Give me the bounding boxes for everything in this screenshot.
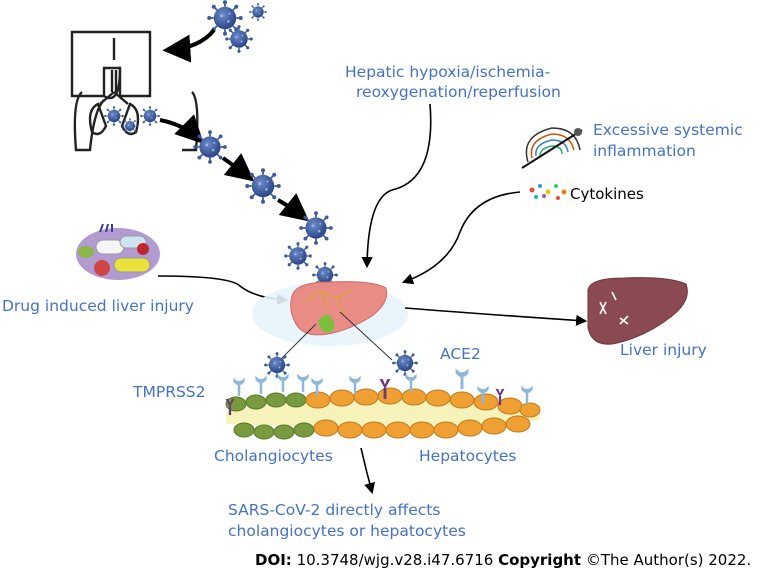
cytokines-label: Cytokines <box>570 185 644 203</box>
ace2-label: ACE2 <box>440 345 481 363</box>
cell-tissue <box>225 387 541 440</box>
virus-particle <box>299 211 333 245</box>
virus-particle <box>284 242 312 270</box>
lungs-illustration <box>70 30 199 152</box>
doi-value: 10.3748/wjg.v28.i47.6716 <box>291 551 499 569</box>
sars-label-line1: SARS-CoV-2 directly affects <box>228 501 441 519</box>
drug-injury-label: Drug induced liver injury <box>2 297 194 315</box>
doi-label: DOI: <box>255 551 292 569</box>
hypoxia-arrow <box>361 103 432 269</box>
tmprss2-label: TMPRSS2 <box>133 383 206 401</box>
direct-effect-arrow <box>360 447 376 495</box>
virus-particle <box>264 352 290 378</box>
citation-footer: DOI: 10.3748/wjg.v28.i47.6716 Copyright … <box>255 551 751 569</box>
virus-particle <box>140 106 160 126</box>
virus-particle <box>249 3 267 21</box>
sars-label-line2: cholangiocytes or hepatocytes <box>228 522 466 540</box>
virus-particle <box>193 130 227 164</box>
virus-particle <box>104 106 124 126</box>
copyright-value: ©The Author(s) 2022. <box>581 551 752 569</box>
cytokine-dots <box>529 184 567 200</box>
hypoxia-label-line1: Hepatic hypoxia/ischemia- <box>345 63 551 81</box>
drug-pills-illustration <box>76 223 160 280</box>
copyright-label: Copyright <box>498 551 582 569</box>
virus-particle <box>225 25 253 53</box>
inhalation-arrow <box>162 28 216 63</box>
injury-arrow <box>404 307 588 326</box>
hypoxia-label-line2: reoxygenation/reperfusion <box>356 83 561 101</box>
inflammation-label-line1: Excessive systemic <box>593 121 743 139</box>
virus-particle <box>122 118 138 134</box>
inflammation-label-line2: inflammation <box>593 142 696 160</box>
inflammation-icon <box>521 127 583 169</box>
hepatocytes-label: Hepatocytes <box>419 447 517 465</box>
cytokine-arrow <box>401 191 521 285</box>
cholangiocytes-label: Cholangiocytes <box>214 447 333 465</box>
virus-particle <box>245 168 281 204</box>
injured-liver-illustration <box>587 277 688 345</box>
liver-injury-label: Liver injury <box>620 341 707 359</box>
virus-particle <box>392 350 418 376</box>
liver-illustration <box>252 281 408 346</box>
